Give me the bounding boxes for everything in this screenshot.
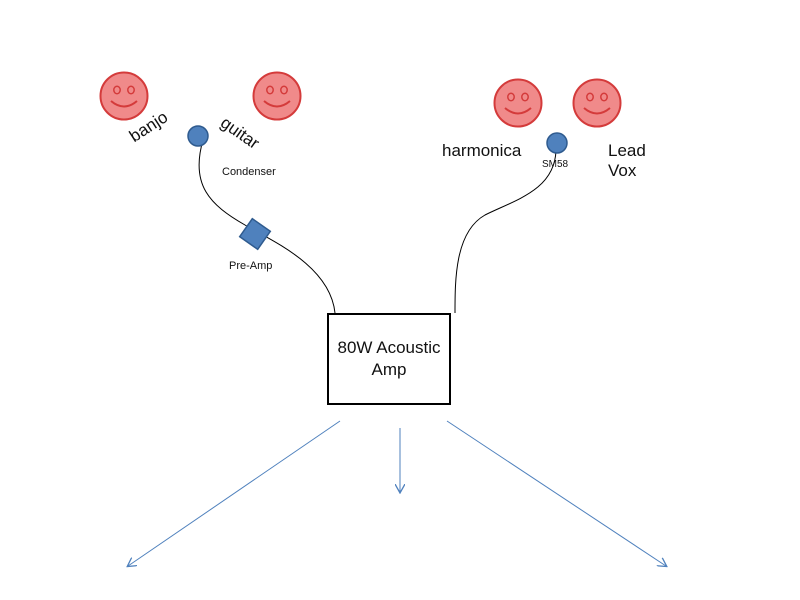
amp-label: 80W Acoustic Amp (337, 337, 441, 379)
performer-label-lead-vox: Lead Vox (608, 141, 646, 180)
performer-label-harmonica: harmonica (442, 141, 522, 160)
microphone-label-sm58: SM58 (542, 159, 569, 170)
amp-box: 80W Acoustic Amp (327, 313, 451, 405)
cable-condenser-to-amp (198, 139, 336, 314)
smiley-face-icon (493, 78, 543, 128)
microphone-icon (546, 132, 568, 154)
arrow-right (446, 420, 666, 566)
preamp-icon (238, 217, 272, 251)
smiley-face-icon (252, 71, 302, 121)
arrow-left (128, 420, 341, 566)
preamp-label: Pre-Amp (229, 260, 273, 272)
smiley-face-icon (572, 78, 622, 128)
microphone-label-condenser: Condenser (222, 166, 276, 178)
microphone-icon (187, 125, 209, 147)
cable-sm58-to-amp (454, 149, 557, 314)
smiley-face-icon (99, 71, 149, 121)
